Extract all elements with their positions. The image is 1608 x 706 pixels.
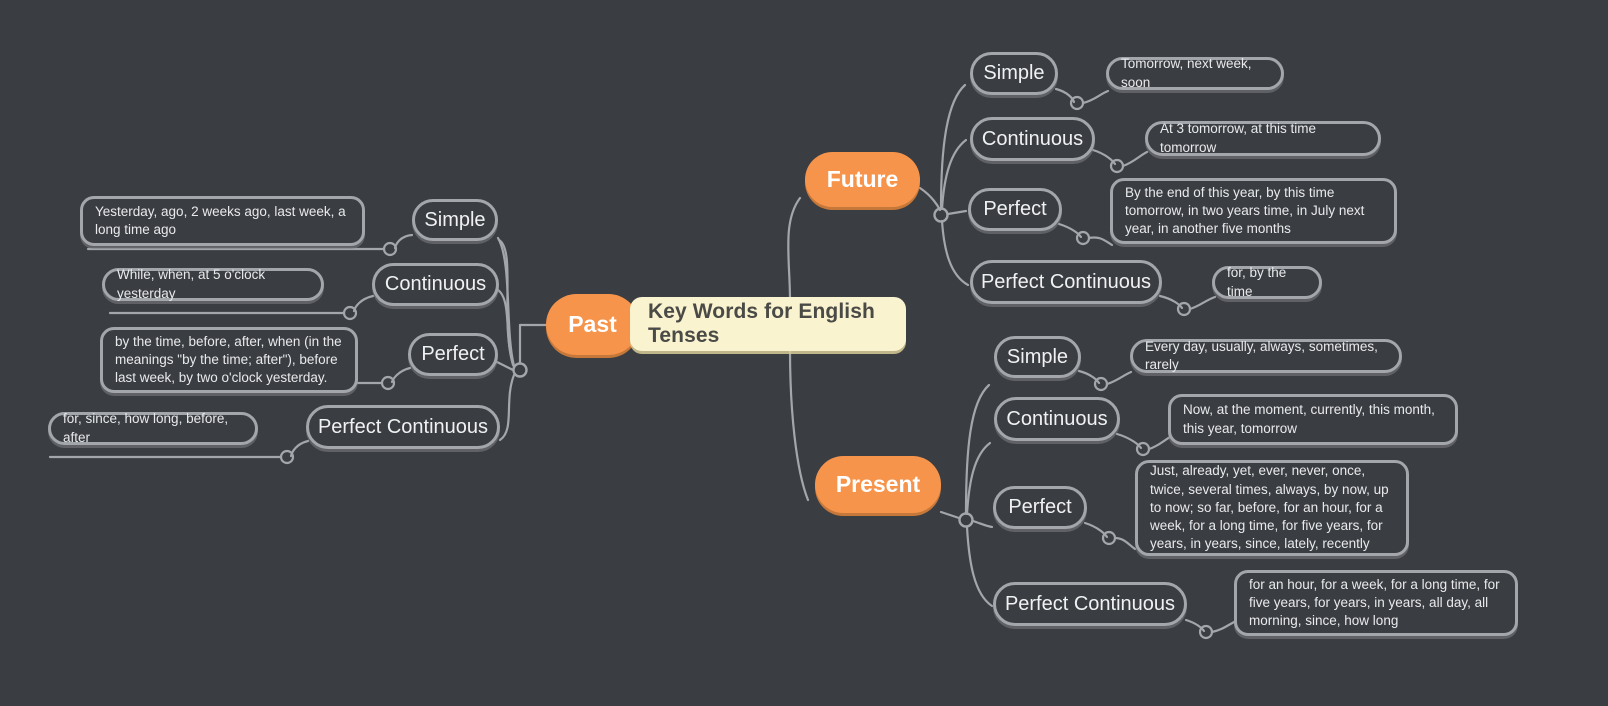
- edge-future-continuous-leaf: [1121, 150, 1149, 168]
- branch-future[interactable]: Future: [805, 152, 920, 207]
- edge-present-perfect: [971, 519, 994, 529]
- past-perfect-continuous-keywords-text: for, since, how long, before, after: [63, 411, 229, 445]
- edge-present-pcont: [965, 525, 994, 608]
- future-tense-simple[interactable]: Simple: [970, 52, 1058, 95]
- edge-future-hub: [918, 186, 942, 212]
- junction-future-simple: [1069, 95, 1085, 111]
- edge-past-perfect: [495, 360, 515, 372]
- edge-present-hub: [939, 510, 961, 520]
- branch-present[interactable]: Present: [815, 456, 941, 513]
- past-continuous-keywords[interactable]: While, when, at 5 o'clock yesterday: [102, 267, 324, 301]
- edge-future-perfect: [946, 209, 968, 216]
- junction-present-simple: [1093, 376, 1109, 392]
- past-tense-perfect[interactable]: Perfect: [408, 333, 498, 376]
- junction-past: [512, 362, 528, 378]
- edge-future-simple: [939, 83, 967, 210]
- junction-present: [958, 512, 974, 528]
- past-perfect-keywords-text: by the time, before, after, when (in the…: [115, 333, 342, 386]
- future-tense-perfect-label: Perfect: [983, 198, 1047, 220]
- future-continuous-keywords-text: At 3 tomorrow, at this time tomorrow: [1160, 121, 1317, 155]
- future-perfect-continuous-keywords-text: for, by the time: [1227, 265, 1287, 299]
- junction-future-perfect: [1075, 230, 1091, 246]
- present-tense-perfect-label: Perfect: [1008, 496, 1072, 518]
- future-tense-perfect-continuous-label: Perfect Continuous: [980, 270, 1152, 293]
- junction-present-perfect: [1101, 530, 1117, 546]
- present-tense-simple[interactable]: Simple: [994, 336, 1081, 378]
- future-simple-keywords-text: Tomorrow, next week, soon: [1121, 56, 1252, 90]
- branch-future-label: Future: [826, 166, 899, 192]
- past-tense-simple[interactable]: Simple: [412, 199, 498, 241]
- edge-central-future: [787, 196, 802, 302]
- past-simple-keywords[interactable]: Yesterday, ago, 2 weeks ago, last week, …: [80, 196, 365, 246]
- junction-past-perfect: [380, 375, 396, 391]
- edge-past-simple: [497, 238, 515, 367]
- past-perfect-keywords[interactable]: by the time, before, after, when (in the…: [100, 327, 358, 393]
- present-perfect-keywords[interactable]: Just, already, yet, ever, never, once, t…: [1135, 460, 1409, 556]
- present-simple-keywords[interactable]: Every day, usually, always, sometimes, r…: [1130, 339, 1402, 373]
- future-perfect-keywords[interactable]: By the end of this year, by this time to…: [1110, 178, 1397, 244]
- future-perfect-keywords-text: By the end of this year, by this time to…: [1125, 184, 1365, 237]
- present-perfect-continuous-keywords[interactable]: for an hour, for a week, for a long time…: [1234, 570, 1518, 636]
- past-tense-continuous[interactable]: Continuous: [372, 263, 499, 306]
- past-tense-simple-label: Simple: [424, 208, 486, 231]
- present-tense-perfect-continuous-label: Perfect Continuous: [1004, 592, 1176, 615]
- branch-past[interactable]: Past: [546, 294, 639, 355]
- junction-future: [933, 207, 949, 223]
- past-tense-continuous-label: Continuous: [384, 273, 487, 295]
- edge-past-pcont: [498, 373, 516, 442]
- central-topic-label: Key Words for English Tenses: [648, 300, 875, 347]
- present-tense-perfect-continuous[interactable]: Perfect Continuous: [993, 582, 1187, 626]
- past-tense-perfect-continuous[interactable]: Perfect Continuous: [306, 405, 500, 449]
- junction-past-pcont: [279, 449, 295, 465]
- present-simple-keywords-text: Every day, usually, always, sometimes, r…: [1145, 338, 1378, 372]
- central-topic[interactable]: Key Words for English Tenses: [630, 297, 906, 351]
- future-continuous-keywords[interactable]: At 3 tomorrow, at this time tomorrow: [1145, 121, 1381, 156]
- present-perfect-continuous-keywords-text: for an hour, for a week, for a long time…: [1249, 576, 1500, 629]
- edge-future-perfect-leaf: [1087, 236, 1114, 247]
- past-tense-perfect-label: Perfect: [421, 343, 485, 365]
- present-tense-continuous[interactable]: Continuous: [994, 397, 1120, 441]
- future-tense-continuous[interactable]: Continuous: [970, 117, 1095, 161]
- branch-present-label: Present: [835, 471, 921, 497]
- branch-past-label: Past: [568, 311, 617, 337]
- future-tense-continuous-label: Continuous: [981, 127, 1084, 150]
- junction-present-continuous: [1135, 441, 1151, 457]
- present-tense-simple-label: Simple: [1006, 345, 1069, 368]
- junction-past-continuous: [342, 305, 358, 321]
- junction-future-pcont: [1176, 301, 1192, 317]
- edge-future-continuous: [940, 138, 968, 211]
- future-tense-simple-label: Simple: [983, 62, 1045, 84]
- edge-future-pcont-leaf: [1188, 295, 1217, 311]
- edge-central-present: [788, 348, 810, 502]
- past-perfect-continuous-keywords[interactable]: for, since, how long, before, after: [48, 411, 258, 445]
- future-tense-perfect-continuous[interactable]: Perfect Continuous: [970, 260, 1162, 304]
- junction-present-pcont: [1198, 624, 1214, 640]
- past-continuous-keywords-text: While, when, at 5 o'clock yesterday: [117, 267, 266, 301]
- edge-present-perfect-leaf: [1113, 536, 1137, 551]
- present-continuous-keywords[interactable]: Now, at the moment, currently, this mont…: [1168, 394, 1458, 445]
- edge-future-pcont: [940, 219, 970, 287]
- edge-present-continuous: [965, 441, 992, 516]
- future-tense-perfect[interactable]: Perfect: [968, 188, 1062, 231]
- present-tense-perfect[interactable]: Perfect: [993, 486, 1087, 529]
- edge-present-continuous-leaf: [1147, 434, 1174, 451]
- present-perfect-keywords-text: Just, already, yet, ever, never, once, t…: [1150, 463, 1389, 552]
- junction-past-simple: [382, 241, 398, 257]
- past-simple-keywords-text: Yesterday, ago, 2 weeks ago, last week, …: [95, 203, 346, 237]
- future-perfect-continuous-keywords[interactable]: for, by the time: [1212, 265, 1322, 299]
- present-tense-continuous-label: Continuous: [1006, 407, 1108, 430]
- edge-future-simple-leaf: [1081, 89, 1110, 105]
- past-tense-perfect-continuous-label: Perfect Continuous: [317, 415, 489, 438]
- edge-present-simple-leaf: [1105, 370, 1133, 386]
- future-simple-keywords[interactable]: Tomorrow, next week, soon: [1106, 56, 1284, 90]
- present-continuous-keywords-text: Now, at the moment, currently, this mont…: [1183, 402, 1435, 436]
- edge-present-simple: [964, 383, 991, 515]
- edge-past-continuous: [496, 288, 516, 369]
- junction-future-continuous: [1109, 158, 1125, 174]
- edge-present-pcont-leaf: [1210, 619, 1238, 634]
